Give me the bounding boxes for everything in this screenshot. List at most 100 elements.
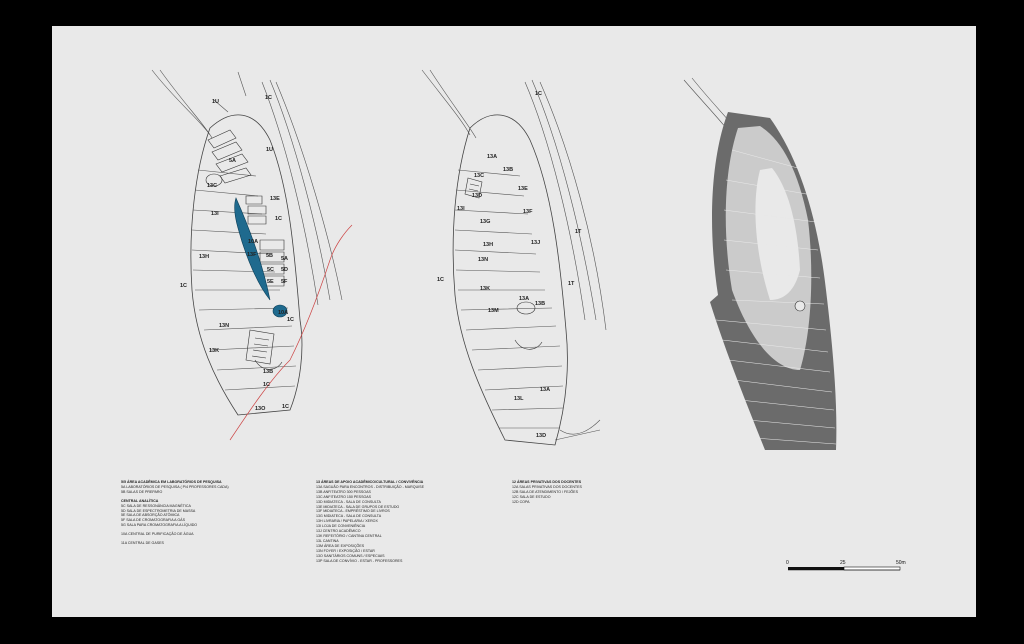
plan-left-room-label: 13H	[199, 254, 209, 260]
highlight-circle	[272, 304, 288, 318]
plan-left-room-label: 1C	[282, 404, 289, 410]
dome-circle	[794, 300, 806, 312]
site-outline	[190, 114, 303, 416]
legend-line: 13K REFEITÓRIO / CANTINA CENTRAL	[316, 533, 382, 538]
wing-lines	[715, 149, 837, 445]
plan-middle-room-label: 13F	[523, 209, 533, 215]
plan-middle-room-label: 13A	[519, 296, 529, 302]
plan-left-room-label: 13B	[263, 369, 273, 375]
legend-line: 12A SALAS PRIVATIVAS DOS DOCENTES	[512, 484, 582, 489]
plan-left-room-label: 10A	[248, 239, 258, 245]
road-line	[421, 69, 477, 139]
legend-line: 12 ÁREAS PRIVATIVAS DOS DOCENTES	[512, 480, 582, 484]
legend-line: 13G MIDIATECA - SALA DE CONSULTA	[316, 514, 382, 519]
lab-blocks	[207, 129, 252, 184]
plan-middle-room-label: 13C	[474, 173, 484, 179]
plan-left-room-label: 1C	[275, 216, 282, 222]
legend-line: 5G SALA PARA CROMATOGRAFIA A LÍQUIDO	[121, 523, 198, 528]
scale-label-50: 50m	[896, 560, 906, 566]
plan-middle-room-label: 13B	[535, 301, 545, 307]
plan-left-room-label: 1C	[263, 382, 270, 388]
legend-line: 13O SANITÁRIOS COMUNS / ESPECIAIS	[316, 553, 385, 558]
grid-line	[191, 169, 297, 391]
plan-middle-room-label: 1C	[535, 91, 542, 97]
legend-line: 12C SALA DE ESTUDO	[512, 494, 551, 499]
plan-left-room-label: 1C	[180, 283, 187, 289]
wing-void	[755, 168, 800, 300]
legend-line: 10A CENTRAL DE PURIFICAÇÃO DE ÁGUA	[121, 532, 194, 537]
legend-line: 5E SALA DE ABSORÇÃO ATÔMICA	[121, 513, 180, 518]
legend-line: 13M ÁREA DE EXPOSIÇÕES	[316, 543, 365, 548]
legend-line: 13B ANFITEATRO 300 PESSOAS	[316, 489, 371, 494]
plan-middle-room-label: 1C	[437, 277, 444, 283]
plan-left-room-label: 13N	[219, 323, 229, 329]
plan-left-room-label: 5A	[229, 158, 236, 164]
plan-left-room-label: 13I	[211, 211, 219, 217]
plan-middle-room-label: 13H	[483, 242, 493, 248]
plan-middle-room-label: 13K	[480, 286, 490, 292]
legend-line: 13C ANFITEATRO 150 PESSOAS	[316, 494, 372, 499]
plan-middle-room-label: 13L	[514, 396, 524, 402]
road-line	[151, 69, 213, 139]
legend-line: 5/5 ÁREA ACADÊMICA EM LABORATÓRIOS DE PE…	[121, 480, 222, 484]
plan-left-room-label: 1C	[287, 317, 294, 323]
road-line	[524, 79, 607, 331]
auditorium	[245, 329, 275, 365]
plan-left-room-label: 5B	[266, 253, 273, 259]
legend-line: 11A CENTRAL DE GASES	[121, 541, 164, 546]
legend-line: 5C SALA DE RESSONÂNCIA MAGNÉTICA	[121, 503, 191, 508]
plan-middle-room-label: 13A	[540, 387, 550, 393]
auditorium	[464, 177, 483, 199]
legend-left: 5/5 ÁREA ACADÊMICA EM LABORATÓRIOS DE PE…	[121, 480, 229, 546]
legend-line: 13N FOYER / EXPOSIÇÃO / ESTAR	[316, 548, 375, 553]
oval-hall	[254, 359, 283, 370]
plan-left-room-label: 13K	[209, 348, 219, 354]
plan-left-room-label: 5E	[267, 279, 274, 285]
legend-line: 5A LABORATÓRIOS DE PESQUISA ( P/4 PROFES…	[121, 484, 229, 489]
road-line	[261, 79, 343, 306]
scale-bar: 0 25 50m	[786, 560, 906, 571]
plan-middle-labels: 1C 13A 13B 13C 13E 13D 13I 13F 13G 13J 13H 13N 1C 13K…	[437, 91, 582, 439]
plan-middle-room-label: 13B	[503, 167, 513, 173]
plan-left-room-label: 1U	[212, 99, 219, 105]
plan-middle-room-label: 13N	[478, 257, 488, 263]
legend-line: 13J CENTRO ACADÊMICO	[316, 529, 361, 534]
legend-line: 13 ÁREAS DE APOIO ACADÊMICO/CULTURAL / C…	[316, 480, 424, 484]
legend-line: 5B SALAS DE PREPARO	[121, 489, 163, 494]
plan-middle-room-label: 13G	[480, 219, 490, 225]
plan-left-room-label: 13O	[255, 406, 266, 412]
plan-middle-room-label: 1T	[575, 229, 582, 235]
plan-middle-room-label: 13D	[472, 193, 482, 199]
scale-label-0: 0	[786, 560, 789, 566]
plan-left-room-label: 1C	[265, 95, 272, 101]
legend-line: 5F SALA DE CROMATOGRAFIA A GÁS	[121, 518, 185, 523]
road-line	[554, 419, 601, 441]
plan-right	[683, 77, 837, 450]
plan-middle-room-label: 13D	[536, 433, 546, 439]
legend-line: 13I LOJA DE CONVENIÊNCIA	[316, 524, 366, 529]
legend-middle: 13 ÁREAS DE APOIO ACADÊMICO/CULTURAL / C…	[316, 480, 424, 563]
plan-left-room-label: 5C	[267, 267, 274, 273]
legend-line: 13E MIDIATECA - SALA DE GRUPOS DE ESTUDO	[316, 504, 400, 509]
highlight-area	[234, 197, 271, 301]
legend-line: 12B SALA DE ATENDIMENTO / FEJÕES	[512, 489, 578, 494]
plan-middle	[421, 69, 607, 446]
plan-left-room-label: 10A	[278, 310, 288, 316]
legend-line: 13A SAGUÃO PARA ENCONTROS - DISTRIBUIÇÃO…	[316, 484, 424, 489]
plan-middle-room-label: 13J	[531, 240, 540, 246]
legend-line: 13L CANTINA	[316, 538, 339, 543]
legend-line: 12D COPA	[512, 499, 530, 504]
plan-middle-room-label: 13E	[518, 186, 528, 192]
plan-middle-room-label: 13I	[457, 206, 465, 212]
plan-left-room-label: 1U	[266, 147, 273, 153]
dome	[205, 173, 223, 187]
legend-line: 13H LIVRARIA / PAPELARIA / XEROX	[316, 519, 378, 524]
legend-line: 13D MIDIATECA - SALA DE CONSULTA	[316, 499, 381, 504]
plan-left-room-label: 5A	[281, 256, 288, 262]
site-boundary-red	[229, 224, 353, 441]
oval-hall	[514, 339, 543, 350]
plan-left	[151, 69, 353, 441]
